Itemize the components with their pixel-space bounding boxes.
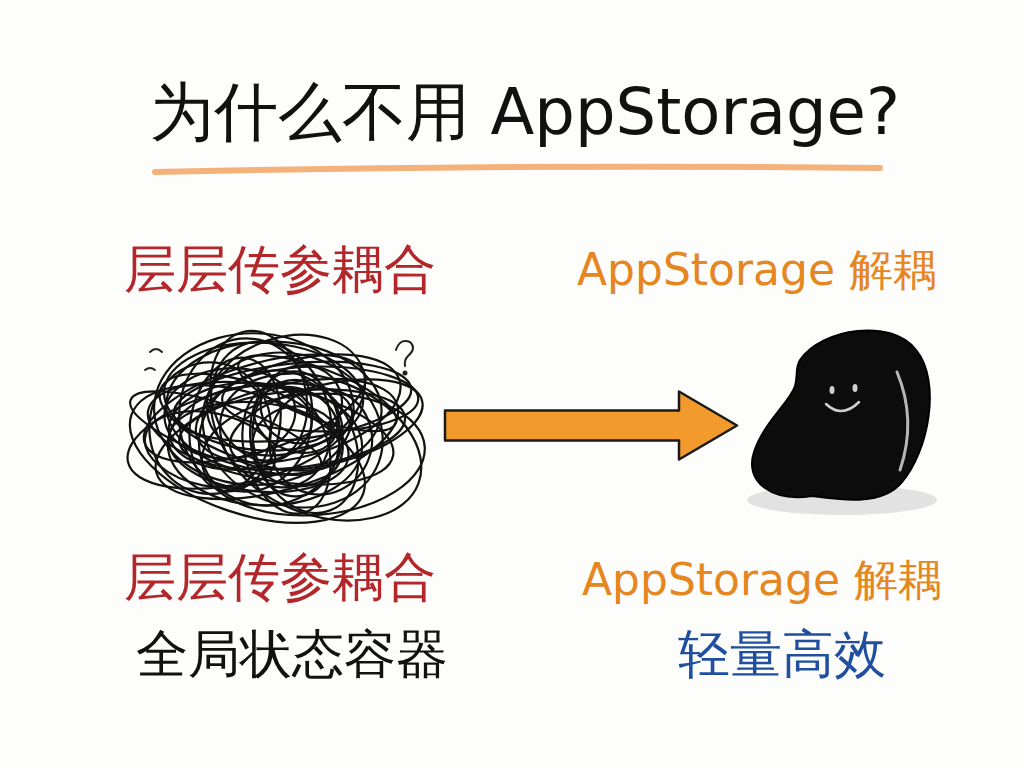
caption-text: 轻量高效 (678, 626, 886, 683)
scribble-loop (143, 356, 412, 523)
caption-text: 层层传参耦合 (124, 241, 436, 298)
scribble-loop (112, 358, 382, 549)
scribble-loop (178, 348, 364, 528)
title-underline (155, 167, 880, 172)
flow-arrow (445, 392, 737, 460)
bean-smile (826, 402, 859, 411)
caption-text: AppStorage 解耦 (582, 556, 942, 604)
scribble-loop (161, 338, 366, 456)
scribble-loop (184, 334, 412, 482)
bean-eye (830, 386, 835, 394)
caption-text: 全局状态容器 (136, 626, 448, 683)
caption-text: AppStorage 解耦 (577, 246, 937, 294)
tangle-scribble (112, 315, 442, 550)
scribble-loop (164, 393, 353, 500)
bean-highlight (897, 372, 908, 470)
bean-group: AppStorage 解耦AppStorage 解耦轻量高效 (745, 325, 935, 520)
scribble-loop (222, 366, 418, 431)
question-marks (145, 341, 413, 375)
bean-eye (853, 384, 858, 392)
caption-text: 层层传参耦合 (124, 549, 436, 606)
scribble-loop (117, 364, 362, 508)
tangle-group: 层层传参耦合层层传参耦合全局状态容器 (120, 325, 440, 520)
bean-character (752, 330, 930, 499)
title: 为什么不用 AppStorage? (150, 77, 900, 147)
